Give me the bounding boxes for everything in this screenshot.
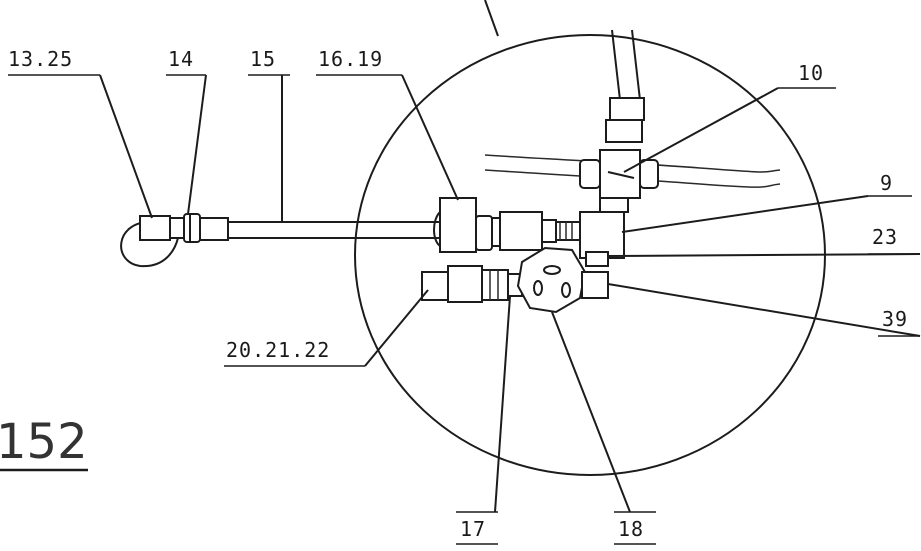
vertical-hose (605, 29, 645, 143)
callout-39: 39 (878, 307, 920, 337)
svg-text:14: 14 (168, 47, 194, 71)
tee-fitting (579, 211, 625, 267)
callout-10: 10 (778, 61, 836, 89)
sheet-number: 152 (0, 414, 88, 472)
svg-text:13.25: 13.25 (8, 47, 73, 71)
callout-15: 15 (248, 47, 290, 76)
valve-block (433, 197, 581, 253)
svg-text:152: 152 (0, 414, 88, 470)
svg-text:39: 39 (882, 307, 908, 331)
valve-body (516, 246, 587, 314)
callout-9: 9 (868, 171, 912, 197)
callout-16-19: 16.19 (316, 47, 402, 76)
svg-text:18: 18 (618, 517, 644, 541)
callout-14: 14 (166, 47, 206, 76)
svg-text:17: 17 (460, 517, 486, 541)
svg-text:23: 23 (872, 225, 898, 249)
leader-lines (99, 74, 921, 513)
callout-23: 23 (868, 225, 920, 255)
svg-text:16.19: 16.19 (318, 47, 383, 71)
svg-text:15: 15 (250, 47, 276, 71)
side-lines (484, 154, 781, 188)
main-tube (228, 221, 440, 239)
svg-text:10: 10 (798, 61, 824, 85)
callout-18: 18 (614, 511, 656, 545)
callout-17: 17 (456, 511, 498, 545)
callout-13-25: 13.25 (8, 47, 100, 76)
left-coupling (120, 213, 229, 268)
svg-text:9: 9 (880, 171, 893, 195)
callout-20-21-22: 20.21.22 (224, 338, 365, 367)
svg-text:20.21.22: 20.21.22 (226, 338, 330, 362)
detail-circle-leader (484, 0, 499, 37)
cross-fitting (579, 149, 659, 213)
